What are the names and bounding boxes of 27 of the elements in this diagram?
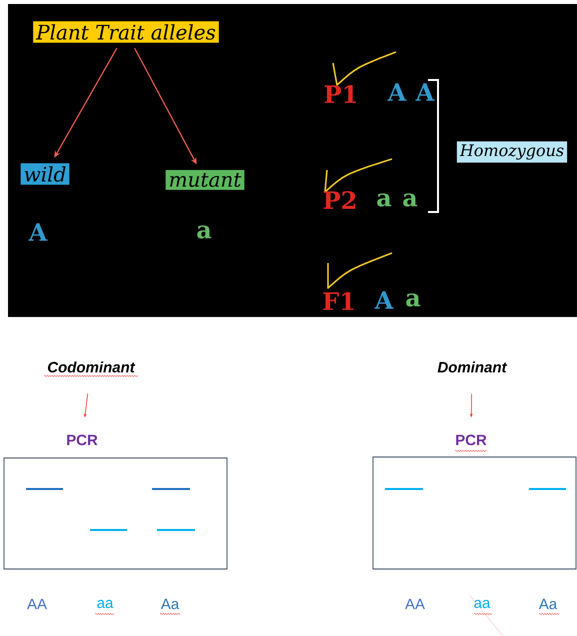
genotype-label: Aa bbox=[538, 598, 558, 610]
method-text: PCR bbox=[67, 434, 98, 446]
method-text: PCR bbox=[456, 434, 487, 446]
genotype-label: AA bbox=[27, 598, 47, 610]
genotype-label: A bbox=[374, 291, 394, 309]
genotype-label: aa bbox=[474, 600, 490, 608]
genotype-label: a bbox=[406, 293, 420, 307]
genotype-label: a bbox=[403, 193, 418, 207]
heading-text: Dominant bbox=[438, 361, 508, 372]
genotype-label: P2 bbox=[324, 191, 356, 209]
genotype-label: A bbox=[28, 223, 48, 241]
genotype-label: F1 bbox=[323, 292, 354, 310]
allele-box: mutant bbox=[166, 170, 244, 190]
genotype-label: aa bbox=[97, 600, 114, 608]
gel-box bbox=[372, 456, 576, 570]
genotype-label: A bbox=[388, 83, 407, 101]
title-box: Plant Trait alleles bbox=[33, 21, 219, 43]
label-box: Homozygous bbox=[456, 141, 568, 163]
gel-box bbox=[4, 458, 228, 570]
genotype-label: Aa bbox=[160, 598, 180, 610]
heading-text: Codominant bbox=[48, 361, 136, 372]
genotype-label: AA bbox=[405, 598, 425, 610]
allele-box: wild bbox=[20, 163, 70, 185]
genotype-label: P1 bbox=[324, 85, 356, 103]
genotype-label: a bbox=[197, 225, 212, 239]
genotype-label: A bbox=[416, 83, 435, 101]
genotype-label: a bbox=[377, 193, 392, 207]
